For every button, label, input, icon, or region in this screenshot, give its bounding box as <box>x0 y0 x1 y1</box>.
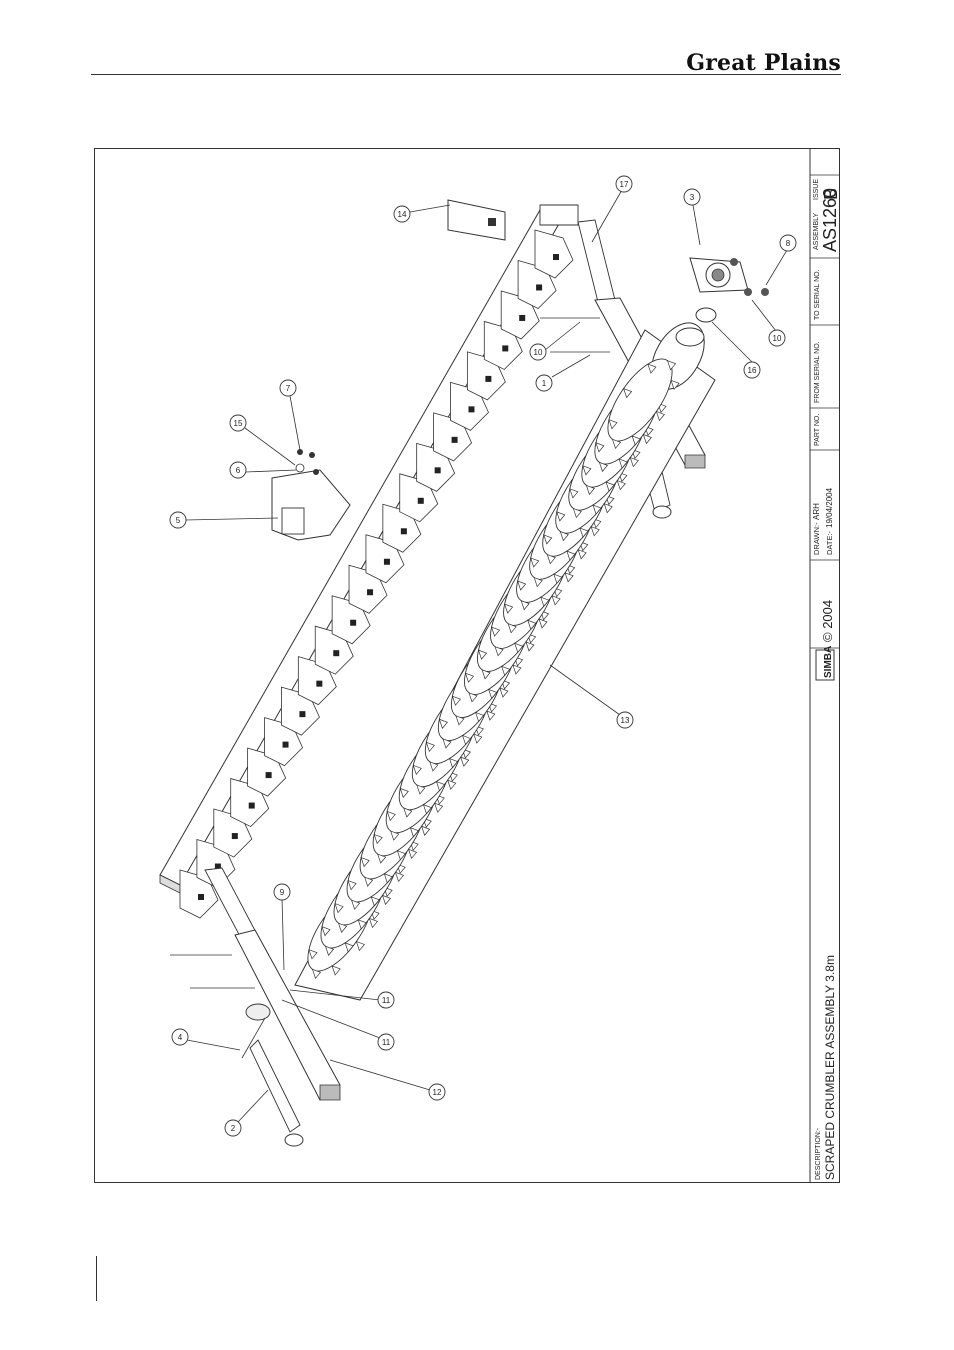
part-no-label: PART NO. <box>814 414 821 446</box>
callout-2: 2 <box>231 1124 236 1133</box>
scraper-plate <box>448 200 505 240</box>
callout-17: 17 <box>620 180 629 189</box>
scraper-bracket <box>272 449 350 540</box>
callout-12: 12 <box>433 1088 442 1097</box>
callout-15: 15 <box>234 419 243 428</box>
callout-10b: 10 <box>773 334 782 343</box>
drawn-label: DRAWN:- <box>812 522 821 555</box>
svg-text:SIMBA: SIMBA <box>823 646 834 678</box>
callout-6: 6 <box>236 466 241 475</box>
callout-13: 13 <box>621 716 630 725</box>
drawn-by: ARH <box>812 503 821 520</box>
to-serial-label: TO SERIAL NO. <box>814 269 821 320</box>
crumbler-drum <box>295 308 716 1000</box>
callout-7: 7 <box>286 384 291 393</box>
date-value: 19/04/2004 <box>825 487 834 528</box>
issue-letter: B <box>821 188 841 200</box>
bearing-housing <box>690 258 769 296</box>
description-text: SCRAPED CRUMBLER ASSEMBLY 3.8m <box>823 955 837 1180</box>
title-block: DESCRIPTION:- SCRAPED CRUMBLER ASSEMBLY … <box>810 149 841 1182</box>
callout-11b: 11 <box>382 1038 391 1047</box>
date-label: DATE:- <box>825 530 834 555</box>
copyright-text: © 2004 <box>820 600 835 642</box>
scraper-bar <box>160 205 578 918</box>
assembly-label: ASSEMBLY <box>813 212 820 250</box>
description-label: DESCRIPTION:- <box>815 1127 822 1180</box>
callout-16: 16 <box>748 366 757 375</box>
from-serial-label: FROM SERIAL NO. <box>814 341 821 403</box>
callout-3: 3 <box>690 193 695 202</box>
callout-5: 5 <box>176 516 181 525</box>
callout-1: 1 <box>542 379 547 388</box>
callout-8: 8 <box>786 239 791 248</box>
simba-logo: SIMBA <box>816 646 834 680</box>
issue-label: ISSUE <box>813 179 820 200</box>
callout-4: 4 <box>178 1033 183 1042</box>
scraper-tine <box>535 230 573 278</box>
callout-14: 14 <box>398 210 407 219</box>
callout-11a: 11 <box>382 996 391 1005</box>
callout-9: 9 <box>280 888 285 897</box>
callout-10a: 10 <box>534 348 543 357</box>
